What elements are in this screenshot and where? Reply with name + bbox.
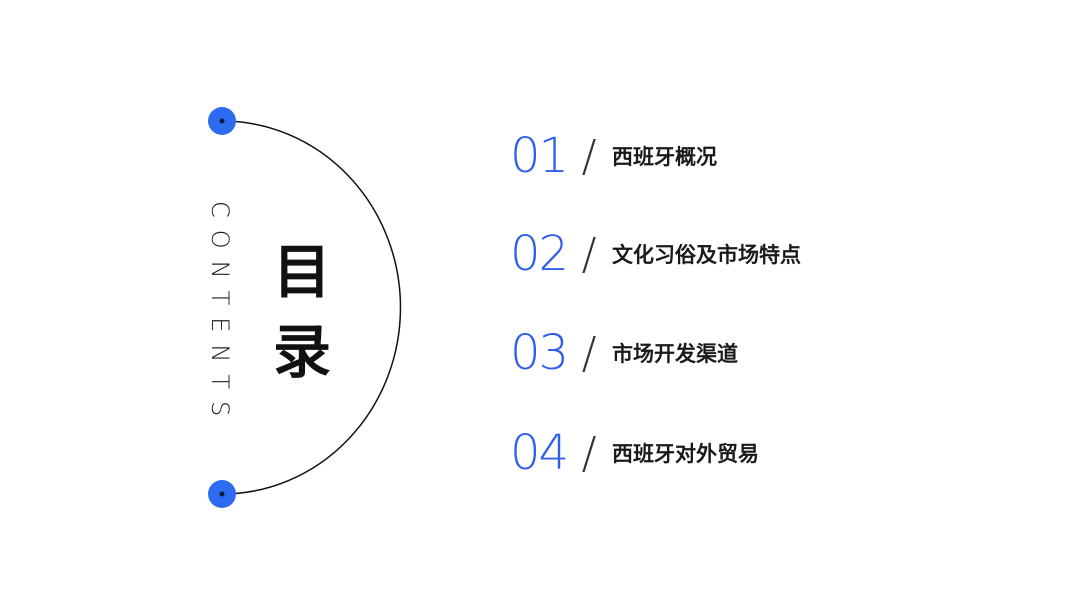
toc-item-1[interactable]: 01 / 西班牙概况 — [510, 126, 717, 186]
toc-number: 02 — [510, 226, 569, 282]
contents-vertical-label: CONTENTS — [205, 200, 235, 430]
toc-item-4[interactable]: 04 / 西班牙对外贸易 — [510, 423, 759, 483]
toc-slash: / — [581, 130, 597, 182]
toc-slash: / — [581, 427, 597, 479]
toc-number: 03 — [510, 325, 569, 381]
toc-slash: / — [581, 327, 597, 379]
title-char-1: 目 — [272, 238, 331, 306]
toc-label: 市场开发渠道 — [612, 342, 738, 366]
toc-number: 01 — [510, 128, 569, 184]
title-char-2: 录 — [272, 318, 331, 386]
toc-slash: / — [581, 228, 597, 280]
bottom-dot-icon — [208, 480, 236, 508]
toc-number: 04 — [510, 425, 569, 481]
toc-item-2[interactable]: 02 / 文化习俗及市场特点 — [510, 224, 801, 284]
half-circle-arc — [221, 120, 402, 495]
toc-label: 文化习俗及市场特点 — [612, 243, 801, 267]
toc-label: 西班牙概况 — [612, 145, 717, 169]
toc-item-3[interactable]: 03 / 市场开发渠道 — [510, 323, 738, 383]
contents-text: CONTENTS — [206, 201, 234, 429]
top-dot-icon — [208, 107, 236, 135]
page-title: 目 录 — [270, 232, 334, 392]
toc-label: 西班牙对外贸易 — [612, 442, 759, 466]
